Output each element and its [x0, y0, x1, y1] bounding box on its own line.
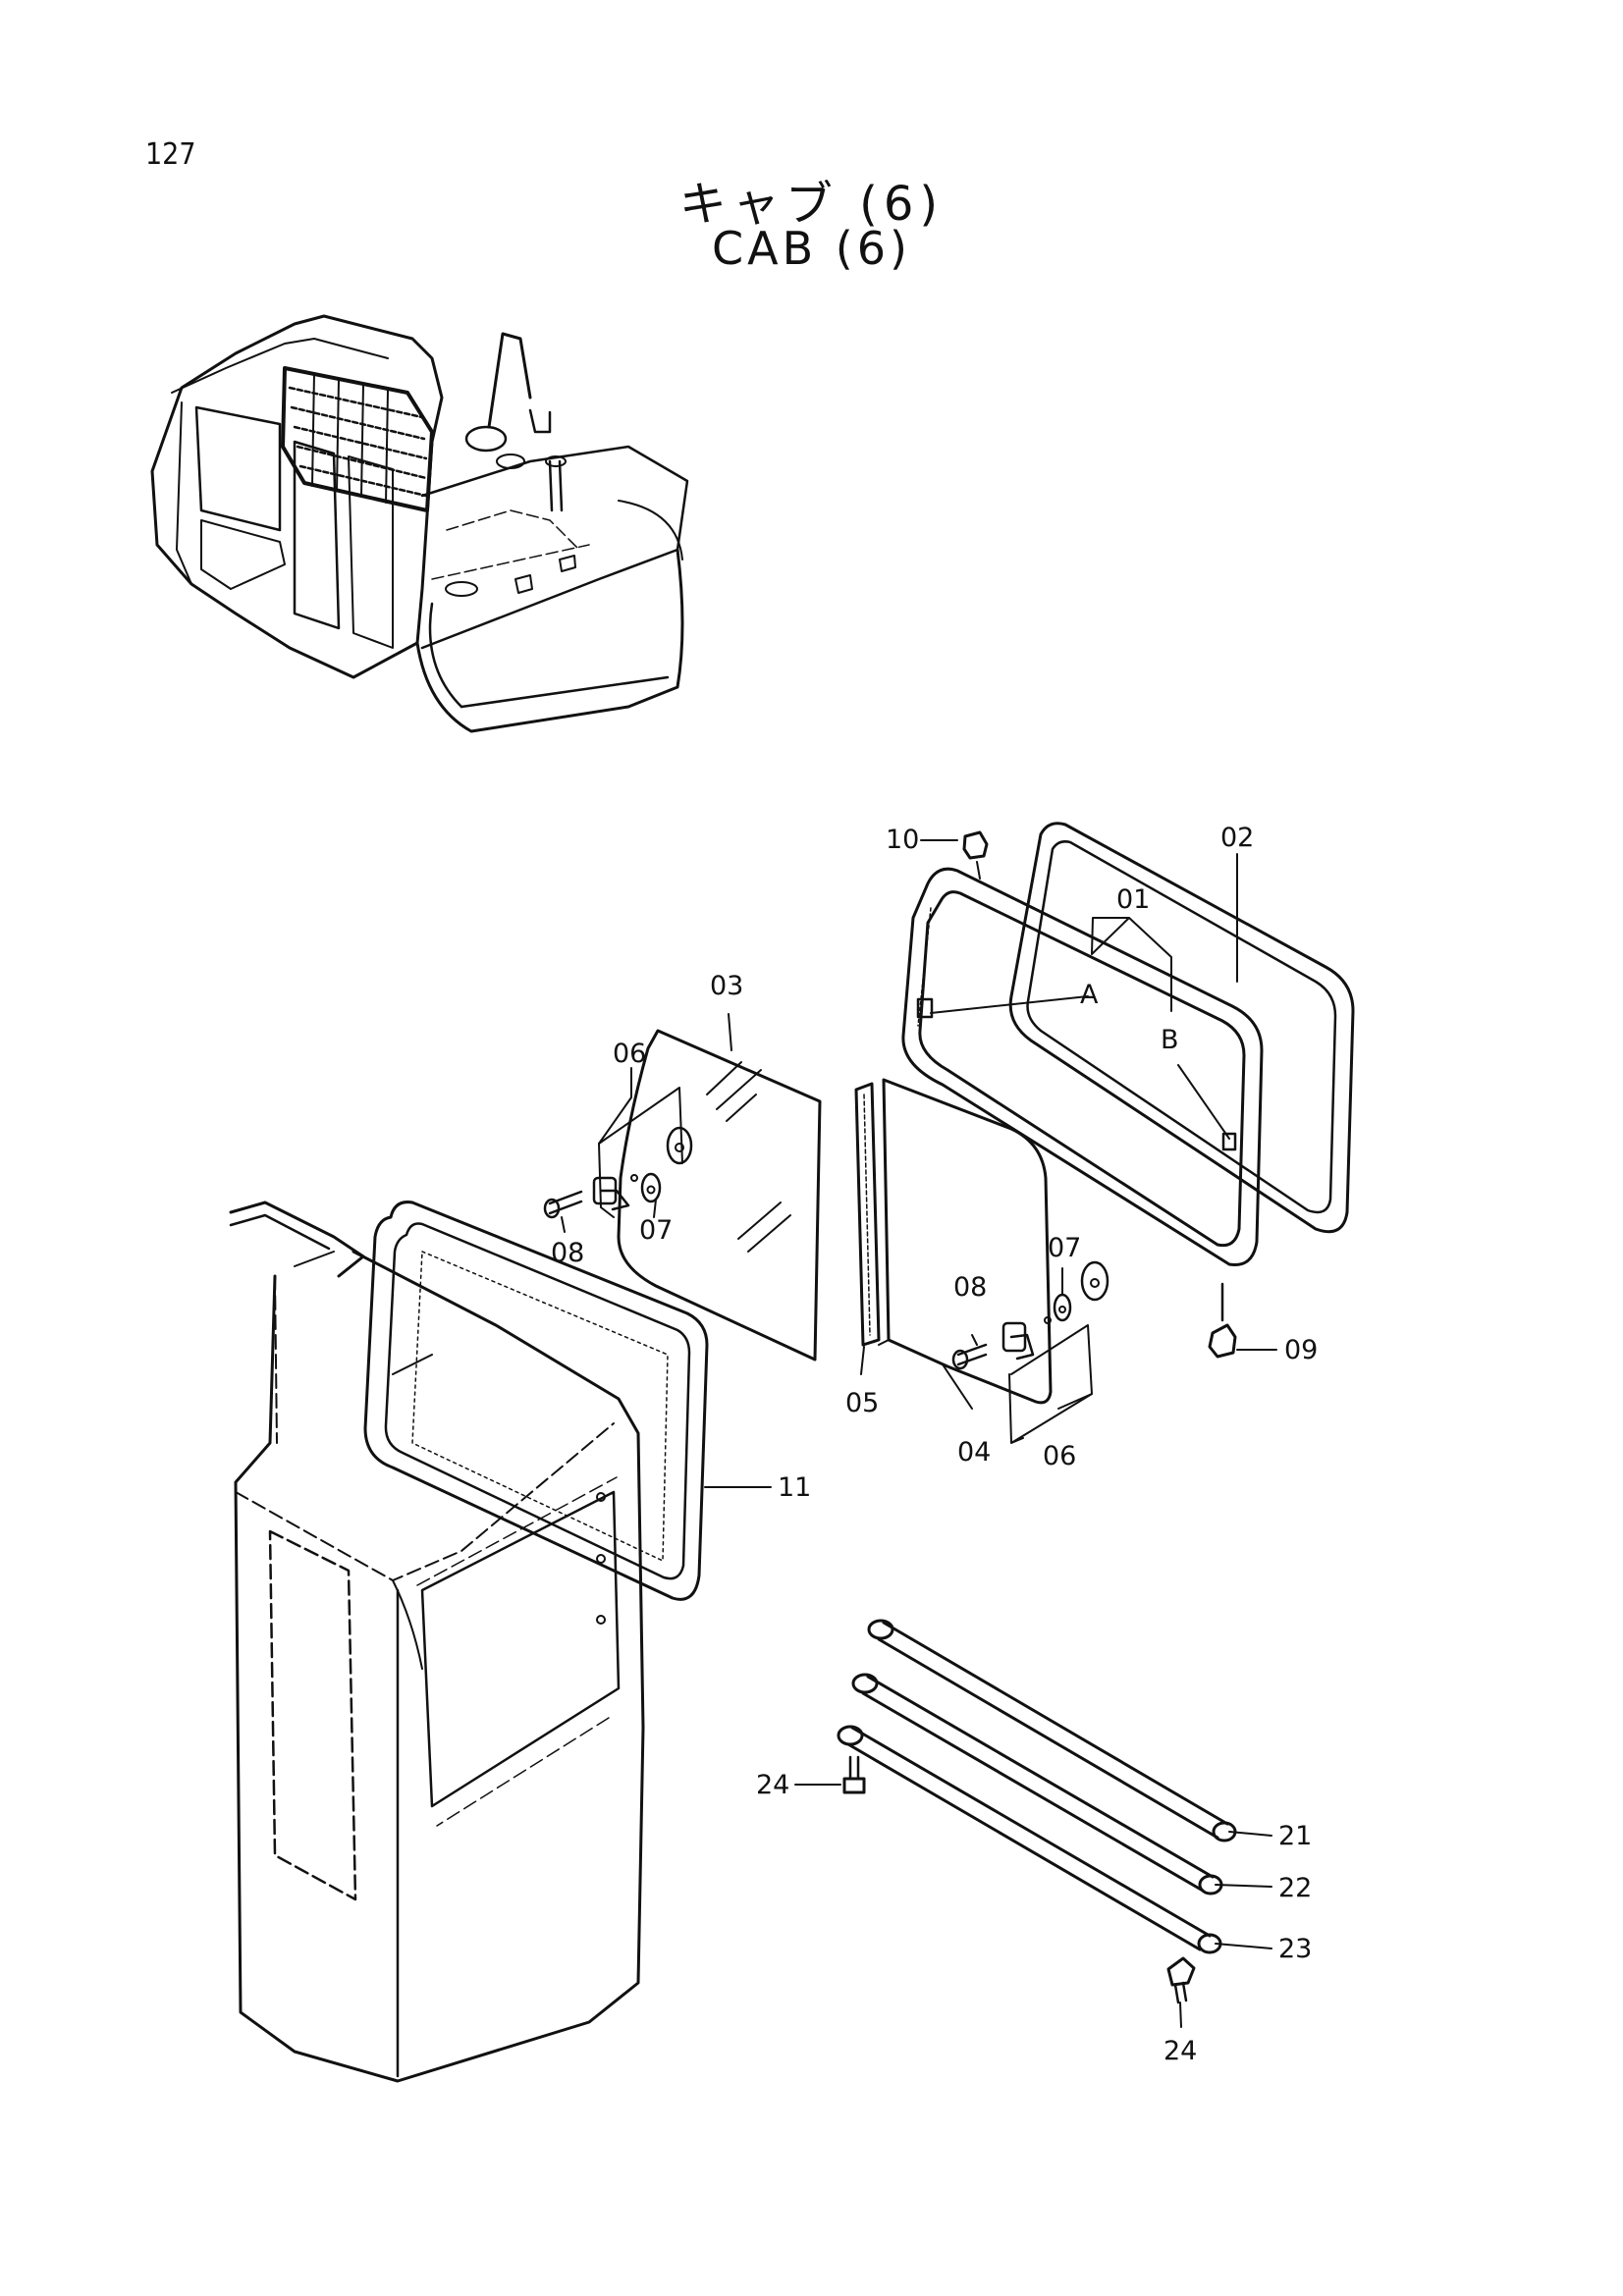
- part-09-stopper: [1208, 1282, 1237, 1359]
- callout-07-right: 07: [1048, 1233, 1081, 1263]
- detail-label-a: A: [1080, 980, 1099, 1010]
- part-11-window-seal: [363, 1201, 709, 1601]
- callout-05: 05: [845, 1388, 879, 1418]
- callout-21: 21: [1278, 1821, 1312, 1851]
- page-number: 127: [145, 137, 196, 172]
- part-01-window-frame: [901, 867, 1264, 1267]
- callout-07-left: 07: [639, 1215, 673, 1246]
- callout-06-right: 06: [1043, 1441, 1076, 1471]
- right-latch-assembly: [951, 1260, 1109, 1444]
- callout-labels: 10 02 01 A B 03 06 07 08 05 08 07 04 06 …: [551, 823, 1318, 2066]
- part-24-bolt-upper: [842, 1755, 866, 1794]
- part-10-stopper: [962, 830, 989, 880]
- callout-08-left: 08: [551, 1238, 584, 1268]
- callout-08-right: 08: [953, 1272, 987, 1303]
- part-03-door-glass: [617, 1029, 822, 1362]
- part-02-outer-seal: [1008, 822, 1355, 1234]
- leader-lines: [561, 839, 1277, 2028]
- callout-22: 22: [1278, 1873, 1312, 1903]
- callout-11: 11: [778, 1472, 811, 1503]
- callout-03: 03: [710, 971, 743, 1001]
- page-title-japanese: キャブ (6): [678, 177, 945, 232]
- cab-body-drawing: [229, 1201, 645, 2083]
- callout-02: 02: [1220, 823, 1254, 853]
- callout-23: 23: [1278, 1934, 1312, 1964]
- callout-04: 04: [957, 1437, 991, 1468]
- part-24-bolt-lower: [1166, 1956, 1196, 2004]
- parts-21-22-23-support-rods: [837, 1619, 1237, 1954]
- machine-overview-drawing: [150, 314, 689, 733]
- detail-label-b: B: [1161, 1025, 1179, 1055]
- part-05-guide-rail: [854, 1082, 881, 1347]
- callout-01: 01: [1116, 884, 1150, 915]
- callout-06-left: 06: [613, 1039, 646, 1069]
- callout-24-lower: 24: [1163, 2036, 1197, 2066]
- callout-09: 09: [1284, 1335, 1318, 1365]
- left-latch-assembly: [543, 1087, 693, 1219]
- page-title-english: CAB (6): [712, 222, 911, 275]
- callout-24-upper: 24: [756, 1770, 789, 1800]
- callout-10: 10: [886, 825, 919, 855]
